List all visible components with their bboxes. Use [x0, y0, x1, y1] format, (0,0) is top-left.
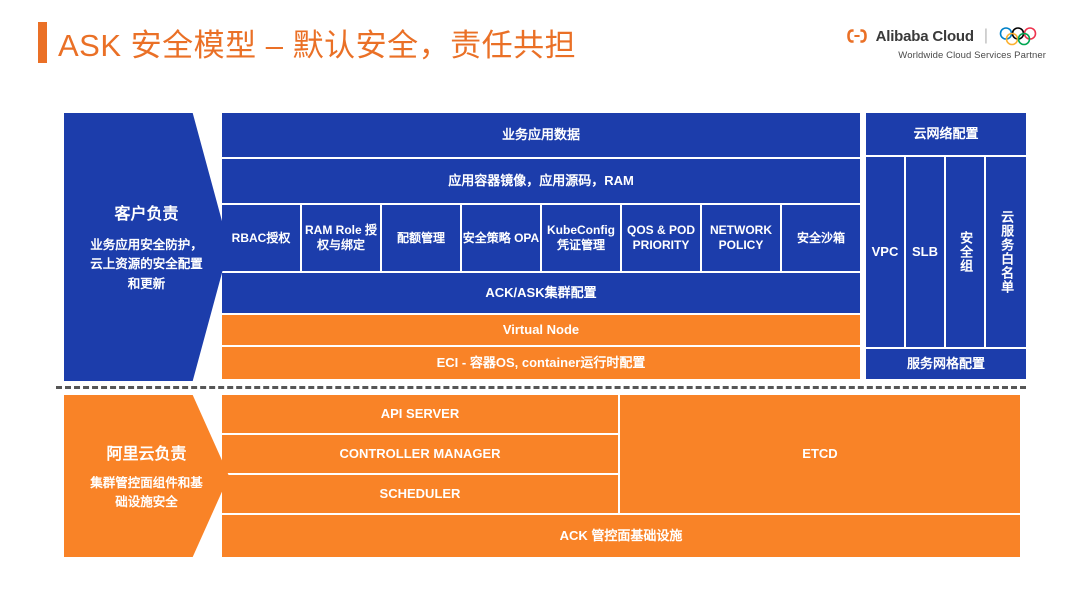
- row-eci-container-os: ECI - 容器OS, container运行时配置: [222, 347, 860, 379]
- callout-customer: 客户负责 业务应用安全防护，云上资源的安全配置和更新: [64, 113, 229, 381]
- olympic-rings-icon: [998, 26, 1046, 46]
- cell-kubeconfig: KubeConfig 凭证管理: [542, 205, 620, 271]
- callout-cloud-title: 阿里云负责: [106, 445, 187, 463]
- logo-divider: |: [983, 27, 988, 44]
- cell-quota-management: 配额管理: [382, 205, 460, 271]
- network-col-security-group: 安全组: [946, 157, 984, 347]
- page-title: ASK 安全模型 – 默认安全，责任共担: [58, 28, 577, 63]
- row-virtual-node: Virtual Node: [222, 315, 860, 345]
- logo-subtitle: Worldwide Cloud Services Partner: [898, 50, 1046, 61]
- alibaba-cloud-mark-icon: [846, 28, 868, 44]
- logo-brand-text: Alibaba Cloud: [875, 27, 974, 45]
- row-app-image-source-ram: 应用容器镜像，应用源码，RAM: [222, 159, 860, 203]
- callout-cloud: 阿里云负责 集群管控面组件和基础设施安全: [64, 395, 229, 557]
- callout-cloud-desc: 集群管控面组件和基础设施安全: [90, 475, 203, 509]
- callout-customer-desc: 业务应用安全防护，云上资源的安全配置和更新: [90, 237, 203, 291]
- callout-customer-title: 客户负责: [114, 205, 179, 223]
- network-header: 云网络配置: [866, 113, 1026, 155]
- cell-security-sandbox: 安全沙箱: [782, 205, 860, 271]
- cell-security-policy-opa: 安全策略 OPA: [462, 205, 540, 271]
- cell-rbac: RBAC授权: [222, 205, 300, 271]
- cell-ram-role: RAM Role 授权与绑定: [302, 205, 380, 271]
- row-scheduler: SCHEDULER: [222, 475, 618, 513]
- network-footer: 服务网格配置: [866, 349, 1026, 379]
- cell-qos-pod-priority: QOS & POD PRIORITY: [622, 205, 700, 271]
- row-ack-ask-cluster-config: ACK/ASK集群配置: [222, 273, 860, 313]
- row-ack-control-plane-infra: ACK 管控面基础设施: [222, 515, 1020, 557]
- network-col-slb: SLB: [906, 157, 944, 347]
- row-api-server: API SERVER: [222, 395, 618, 433]
- title-accent-bar: [38, 22, 47, 63]
- block-etcd: ETCD: [620, 395, 1020, 513]
- cell-network-policy: NETWORK POLICY: [702, 205, 780, 271]
- row-business-app-data: 业务应用数据: [222, 113, 860, 157]
- alibaba-cloud-logo: Alibaba Cloud | Worldwide Cloud Services…: [846, 26, 1046, 61]
- network-col-cloud-service-whitelist: 云服务白名单: [986, 157, 1026, 347]
- responsibility-divider: [56, 386, 1026, 389]
- row-controller-manager: CONTROLLER MANAGER: [222, 435, 618, 473]
- network-col-vpc: VPC: [866, 157, 904, 347]
